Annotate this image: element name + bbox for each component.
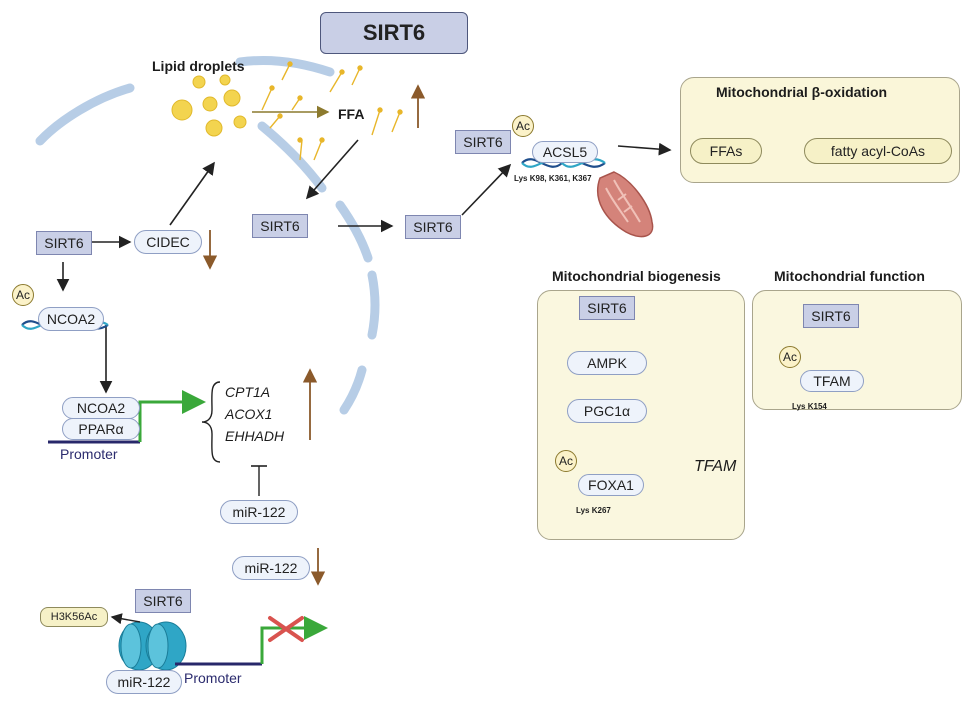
foxa1-lys-site: Lys K267 [576,506,611,515]
fatty-acyl-coas-node: fatty acyl-CoAs [804,138,952,164]
tfam-lys-site: Lys K154 [792,402,827,411]
beta-oxidation-title: Mitochondrial β-oxidation [716,84,888,100]
foxa1-acetyl-icon: Ac [555,450,577,472]
pgc1a-protein: PGC1α [567,399,647,423]
ffa-label: FFA [338,106,365,122]
function-title: Mitochondrial function [774,268,925,284]
tfam-acetyl-icon: Ac [779,346,801,368]
sirt6-oxidation: SIRT6 [455,130,511,154]
sirt6-bottom: SIRT6 [135,589,191,613]
sirt6-left: SIRT6 [36,231,92,255]
nucleosome-icon [118,621,187,671]
acsl5-protein: ACSL5 [532,141,598,163]
foxa1-protein: FOXA1 [578,474,644,496]
ampk-protein: AMPK [567,351,647,375]
gene-ehhadh: EHHADH [225,428,285,444]
lipid-droplets-label: Lipid droplets [152,58,245,74]
acsl5-acetyl-icon: Ac [512,115,534,137]
sirt6-function: SIRT6 [803,304,859,328]
mir122-downregulated: miR-122 [232,556,310,580]
mitochondrion-icon [597,171,654,238]
page-title: SIRT6 [320,12,468,54]
ffas-node: FFAs [690,138,762,164]
mir122-gene: miR-122 [106,670,182,694]
sirt6-right: SIRT6 [405,215,461,239]
mir122-inhibitor: miR-122 [220,500,298,524]
cidec-protein: CIDEC [134,230,202,254]
tfam-protein: TFAM [800,370,864,392]
lipid-droplets-cluster [171,74,247,137]
h3k56ac-mark: H3K56Ac [40,607,108,627]
gene-acox1: ACOX1 [225,406,273,422]
cell-membrane [35,56,380,415]
complex-ncoa2: NCOA2 [62,397,140,419]
ncoa2-acetyl-icon: Ac [12,284,34,306]
promoter-label: Promoter [60,446,118,462]
gene-cpt1a: CPT1A [225,384,271,400]
promoter-bottom-label: Promoter [184,670,242,686]
beta-oxidation-box [680,77,960,183]
acsl5-lys-sites: Lys K98, K361, K367 [514,174,592,183]
sirt6-mid: SIRT6 [252,214,308,238]
complex-ppara: PPARα [62,418,140,440]
sirt6-biogenesis: SIRT6 [579,296,635,320]
tfam-gene-label: TFAM [694,458,737,475]
biogenesis-title: Mitochondrial biogenesis [552,268,721,284]
ffa-molecules [261,61,403,161]
ncoa2-protein: NCOA2 [38,307,104,331]
